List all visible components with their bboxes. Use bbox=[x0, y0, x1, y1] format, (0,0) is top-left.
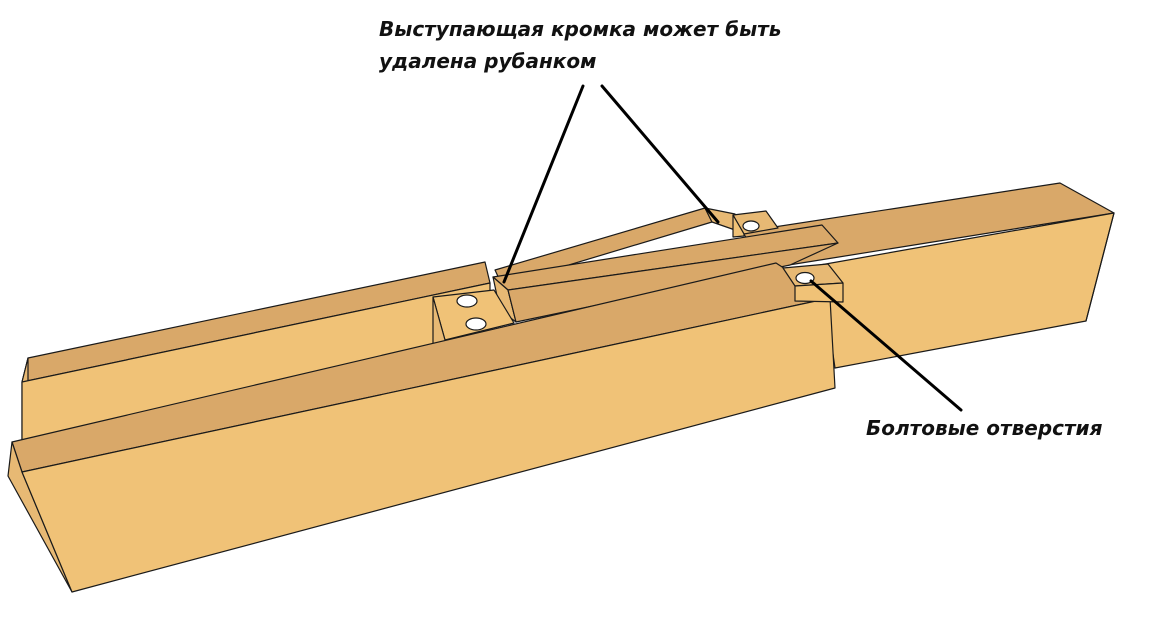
cross-plank bbox=[492, 224, 839, 323]
protruding-edge-label-line1: Выступающая кромка может быть bbox=[379, 17, 782, 41]
right-beam-end bbox=[1085, 212, 1115, 322]
leader-line-edge-left bbox=[502, 84, 585, 284]
upper-bolt-hole-icon bbox=[742, 220, 760, 232]
protruding-edge-label-line2: удалена рубанком bbox=[379, 49, 597, 73]
bolt-hole-upper-icon bbox=[456, 294, 478, 308]
right-beam bbox=[741, 182, 1115, 369]
upper-block-face bbox=[732, 214, 745, 238]
leader-line-bolt-holes bbox=[809, 279, 963, 412]
leader-line-edge-right bbox=[600, 84, 720, 224]
front-beam-face bbox=[21, 297, 836, 593]
front-bolt-hole-icon bbox=[795, 271, 815, 285]
bolt-holes-label: Болтовые отверстия bbox=[866, 416, 1103, 440]
cross-plank-side bbox=[507, 242, 839, 323]
bolt-hole-lower-icon bbox=[465, 317, 487, 331]
front-block-face bbox=[794, 282, 844, 303]
front-beam bbox=[7, 262, 836, 593]
center-block bbox=[432, 289, 515, 346]
